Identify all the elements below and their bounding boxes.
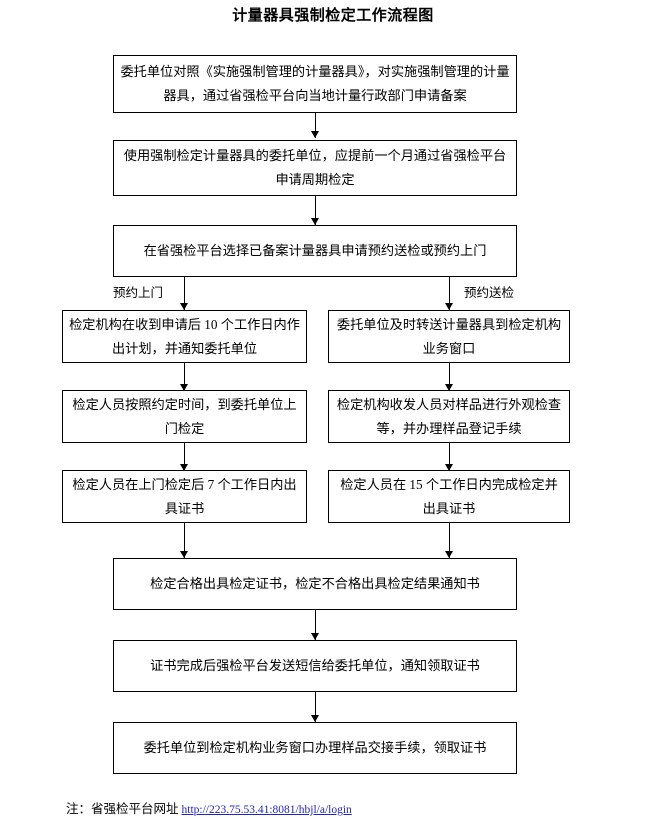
connector-right-inspect-to-certificate — [449, 443, 450, 471]
arrowhead-icon — [311, 633, 319, 640]
connector-split-right — [449, 277, 450, 310]
flow-box-step-sms: 证书完成后强检平台发送短信给委托单位，通知领取证书 — [113, 640, 517, 692]
flow-box-text: 检定人员在上门检定后 7 个工作日内出具证书 — [72, 476, 297, 516]
page-title: 计量器具强制检定工作流程图 — [232, 8, 434, 24]
connector-left-onsite-to-certificate — [184, 443, 185, 471]
footer-note-label: 注：省强检平台网址 — [66, 802, 179, 816]
flow-box-text: 使用强制检定计量器具的委托单位，应提前一个月通过省强检平台申请周期检定 — [123, 148, 507, 187]
connector-sms-to-collect — [315, 692, 316, 722]
flow-box-step-periodic-application: 使用强制检定计量器具的委托单位，应提前一个月通过省强检平台申请周期检定 — [113, 140, 517, 196]
connector-periodic-to-choose — [315, 196, 316, 225]
connector-right-merge — [449, 523, 450, 558]
flow-box-text: 证书完成后强检平台发送短信给委托单位，通知领取证书 — [150, 658, 480, 673]
flow-box-step-collect: 委托单位到检定机构业务窗口办理样品交接手续，领取证书 — [113, 722, 517, 774]
flow-box-text: 检定人员按照约定时间，到委托单位上门检定 — [72, 396, 297, 436]
flow-box-text: 在省强检平台选择已备案计量器具申请预约送检或预约上门 — [143, 243, 487, 258]
flow-box-text: 委托单位对照《实施强制管理的计量器具》，对实施强制管理的计量器具，通过省强检平台… — [120, 64, 510, 103]
branch-label-left: 预约上门 — [113, 286, 164, 300]
flow-box-text: 检定机构在收到申请后 10 个工作日内作出计划，并通知委托单位 — [69, 316, 300, 356]
connector-left-merge — [184, 523, 185, 558]
arrowhead-icon — [311, 131, 319, 138]
arrowhead-icon — [311, 218, 319, 225]
arrowhead-icon — [445, 303, 453, 310]
flow-box-text: 委托单位及时转送计量器具到检定机构业务窗口 — [336, 316, 562, 356]
connector-filing-to-periodic — [315, 113, 316, 138]
arrowhead-icon — [180, 551, 188, 558]
flow-box-text: 委托单位到检定机构业务窗口办理样品交接手续，领取证书 — [143, 740, 487, 755]
flow-box-text: 检定机构收发人员对样品进行外观检查等，并办理样品登记手续 — [336, 396, 562, 436]
flow-box-step-choose-mode: 在省强检平台选择已备案计量器具申请预约送检或预约上门 — [113, 225, 517, 277]
arrowhead-icon — [445, 464, 453, 471]
arrowhead-icon — [180, 303, 188, 310]
branch-label-right: 预约送检 — [464, 286, 515, 300]
flow-box-step-result: 检定合格出具检定证书，检定不合格出具检定结果通知书 — [113, 558, 517, 610]
flow-box-right-step-deliver: 委托单位及时转送计量器具到检定机构业务窗口 — [328, 310, 570, 363]
flow-box-left-step-onsite: 检定人员按照约定时间，到委托单位上门检定 — [62, 390, 307, 443]
flow-box-right-step-certificate: 检定人员在 15 个工作日内完成检定并出具证书 — [328, 470, 570, 523]
arrowhead-icon — [445, 384, 453, 391]
connector-split-left — [184, 277, 185, 310]
arrowhead-icon — [180, 384, 188, 391]
connector-result-to-sms — [315, 610, 316, 640]
flow-box-text: 检定人员在 15 个工作日内完成检定并出具证书 — [340, 476, 558, 516]
connector-left-plan-to-onsite — [184, 363, 185, 391]
flow-box-left-step-plan: 检定机构在收到申请后 10 个工作日内作出计划，并通知委托单位 — [62, 310, 307, 363]
flow-box-right-step-inspect: 检定机构收发人员对样品进行外观检查等，并办理样品登记手续 — [328, 390, 570, 443]
arrowhead-icon — [180, 464, 188, 471]
flow-box-left-step-certificate: 检定人员在上门检定后 7 个工作日内出具证书 — [62, 470, 307, 523]
flow-box-step-filing: 委托单位对照《实施强制管理的计量器具》，对实施强制管理的计量器具，通过省强检平台… — [113, 55, 517, 113]
flow-box-text: 检定合格出具检定证书，检定不合格出具检定结果通知书 — [150, 576, 480, 591]
connector-right-deliver-to-inspect — [449, 363, 450, 391]
arrowhead-icon — [311, 715, 319, 722]
platform-url-link[interactable]: http://223.75.53.41:8081/hbjl/a/login — [181, 804, 352, 816]
arrowhead-icon — [445, 551, 453, 558]
